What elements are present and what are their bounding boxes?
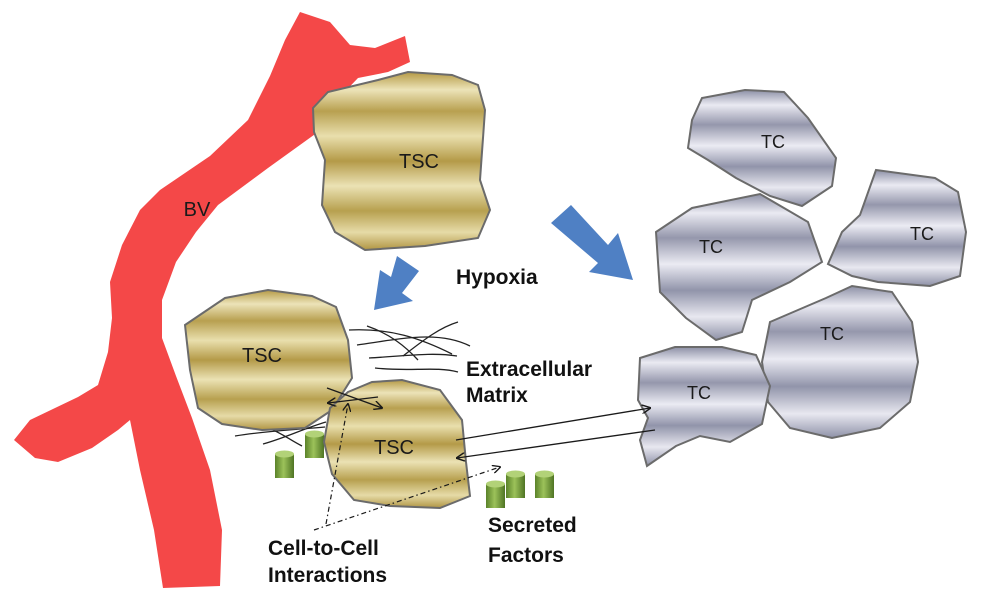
cell-to-cell-interactions-line1: Cell-to-Cell <box>268 537 379 560</box>
bv-label: BV <box>184 199 211 221</box>
secreted-factor-can <box>486 480 505 508</box>
tsc-to-tc-interaction-arrows <box>456 408 656 458</box>
secreted-factors-line2: Factors <box>488 544 564 567</box>
callout-pointer-arrows <box>313 404 500 531</box>
secreted-factor-cans-right <box>486 470 554 508</box>
secreted-factor-can <box>506 470 525 498</box>
extracellular-matrix-line1: Extracellular <box>466 358 592 381</box>
secreted-factors-label: Secreted Factors <box>488 514 583 567</box>
tsc-left: TSC <box>183 288 354 432</box>
hypoxia-arrow-right <box>551 205 633 280</box>
secreted-factors-line1: Secreted <box>488 514 577 537</box>
tc-1-label: TC <box>761 132 785 152</box>
blood-vessel: BV <box>14 12 410 588</box>
tsc-right-label: TSC <box>374 437 414 459</box>
hypoxia-label: Hypoxia <box>456 266 538 289</box>
tsc-left-label: TSC <box>242 345 282 367</box>
cell-to-cell-interactions-line2: Interactions <box>268 564 387 587</box>
extracellular-matrix-line2: Matrix <box>466 384 528 407</box>
tsc-right: TSC <box>322 378 472 510</box>
tsc-top-label: TSC <box>399 151 439 173</box>
secreted-factor-cans-left <box>275 430 324 478</box>
tc-2-label: TC <box>910 224 934 244</box>
hypoxia-arrow-down <box>374 256 419 310</box>
tc-4-label: TC <box>820 324 844 344</box>
cell-to-cell-interactions-label: Cell-to-Cell Interactions <box>268 537 387 587</box>
tc-2: TC <box>826 168 968 288</box>
tsc-top: TSC <box>311 70 492 252</box>
secreted-factor-can <box>275 450 294 478</box>
secreted-factor-can <box>305 430 324 458</box>
tc-3-label: TC <box>699 237 723 257</box>
secreted-factor-can <box>535 470 554 498</box>
tc-1: TC <box>686 88 838 208</box>
tc-5: TC <box>636 346 772 468</box>
tc-4: TC <box>760 284 920 440</box>
tsc-to-tsc-interaction-arrows <box>327 387 382 408</box>
tc-5-label: TC <box>687 383 711 403</box>
tc-3: TC <box>654 192 824 342</box>
extracellular-matrix-label: Extracellular Matrix <box>466 358 598 407</box>
